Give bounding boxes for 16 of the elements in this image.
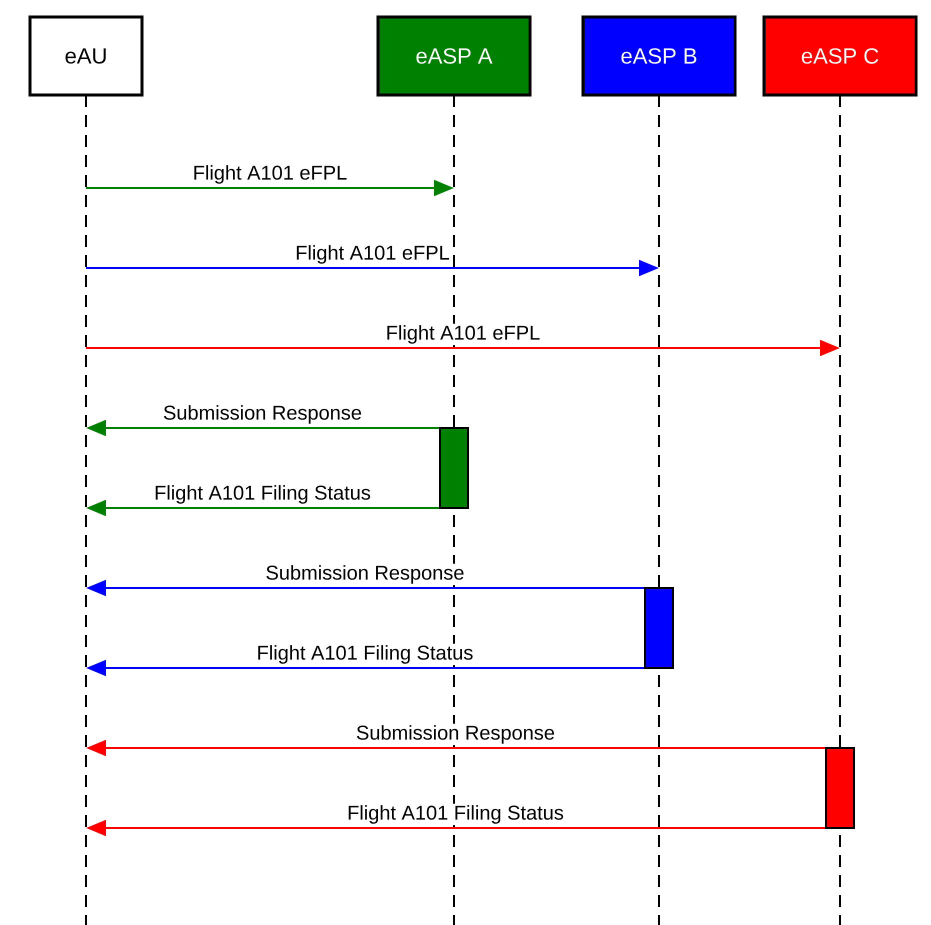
activation-bar <box>644 587 674 669</box>
edge-label: Submission Response <box>354 724 556 746</box>
edge-label: Flight A101 Filing Status <box>346 804 566 826</box>
edge-label: Flight A101 eFPL <box>384 324 542 346</box>
participant-box: eASP A <box>376 16 532 96</box>
edge-label: Submission Response <box>162 404 364 426</box>
edge-label: Flight A101 eFPL <box>191 164 349 186</box>
edge-label: Submission Response <box>264 564 466 586</box>
participant-box: eAU <box>28 16 144 96</box>
edge-label: Flight A101 eFPL <box>294 244 452 266</box>
edge-label: Flight A101 Filing Status <box>152 484 372 506</box>
activation-bar <box>439 427 469 509</box>
activation-bar <box>825 747 856 830</box>
participant-box: eASP C <box>762 16 918 96</box>
edge-label: Flight A101 Filing Status <box>255 644 475 666</box>
participant-box: eASP B <box>582 16 736 96</box>
